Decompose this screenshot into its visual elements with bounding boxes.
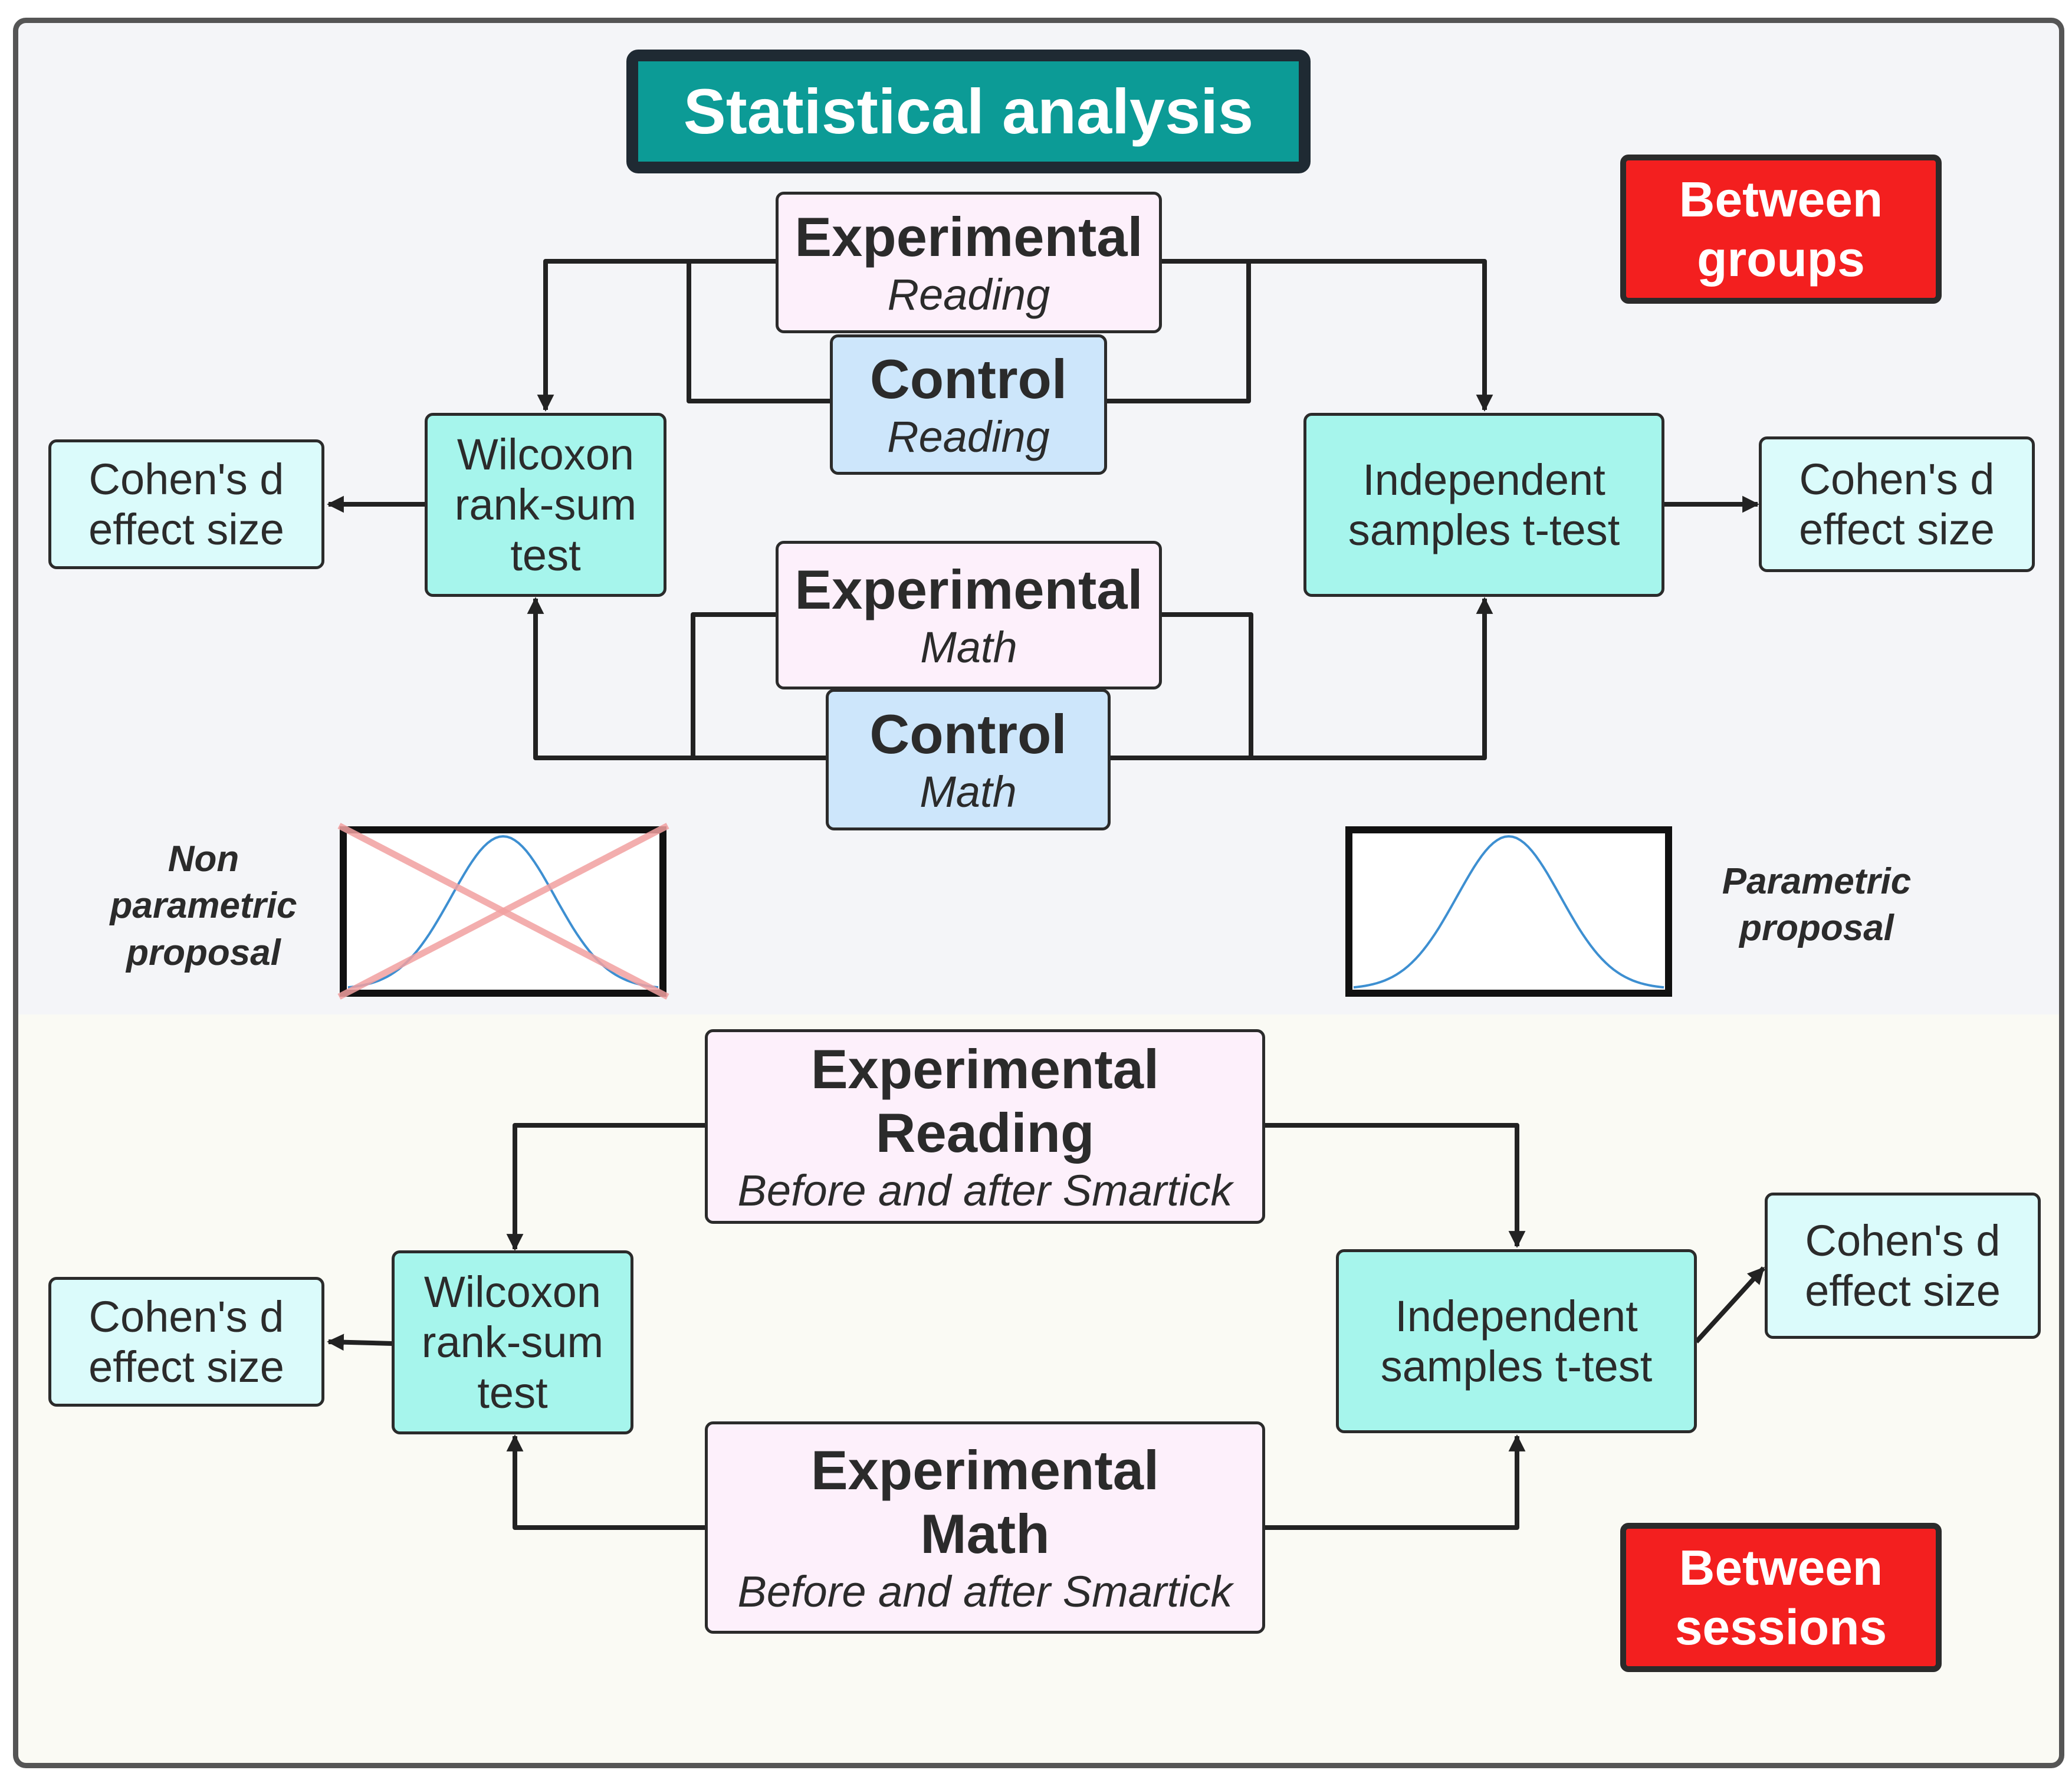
ttest-line1: Independent [1362, 455, 1605, 504]
bs-ttest-box: Independent samples t-test [1336, 1249, 1697, 1433]
connector-bs-reading-to-wilcoxon [506, 1123, 707, 1251]
between-groups-badge: Between groups [1620, 155, 1942, 304]
wilcoxon-line3: test [510, 530, 581, 580]
bs-exp-math-title1: Experimental [810, 1439, 1160, 1502]
effect-size-left-box: Cohen's d effect size [48, 439, 324, 569]
connector-ctrl-reading-left [687, 261, 832, 403]
between-sessions-badge: Between sessions [1620, 1523, 1942, 1672]
bs-effect-left-line1: Cohen's d [88, 1292, 284, 1341]
control-math-box: Control Math [826, 689, 1111, 830]
ttest-line2: samples t-test [1348, 505, 1620, 554]
bs-exp-reading-subtitle: Before and after Smartick [737, 1165, 1233, 1215]
bs-effect-right-line1: Cohen's d [1805, 1216, 2001, 1265]
bs-wilcoxon-line3: test [477, 1368, 548, 1417]
between-groups-badge-line2: groups [1697, 231, 1865, 287]
bs-wilcoxon-line1: Wilcoxon [423, 1267, 602, 1317]
bs-wilcoxon-test-box: Wilcoxon rank-sum test [392, 1250, 633, 1434]
wilcoxon-line1: Wilcoxon [457, 430, 635, 480]
parametric-distribution [1345, 826, 1672, 997]
bs-effect-size-left-box: Cohen's d effect size [48, 1277, 324, 1407]
bs-ttest-line1: Independent [1395, 1291, 1638, 1341]
bs-exp-reading-title2: Reading [875, 1102, 1095, 1164]
bs-effect-size-right-box: Cohen's d effect size [1765, 1193, 2041, 1339]
nonparametric-label: Non parametric proposal [77, 836, 330, 976]
bs-experimental-math-box: Experimental Math Before and after Smart… [705, 1421, 1265, 1634]
wilcoxon-test-box: Wilcoxon rank-sum test [425, 413, 666, 597]
experimental-math-title: Experimental [794, 559, 1143, 621]
normal-curve-right [1353, 835, 1664, 989]
control-math-subtitle: Math [920, 767, 1017, 816]
between-groups-badge-line1: Between [1679, 171, 1883, 227]
connector-bs-math-to-ttest [1263, 1434, 1526, 1530]
control-reading-box: Control Reading [830, 334, 1107, 475]
connector-bs-math-to-wilcoxon [506, 1434, 707, 1530]
experimental-reading-box: Experimental Reading [776, 192, 1162, 333]
experimental-reading-subtitle: Reading [887, 270, 1050, 319]
connector-exp-reading-to-wilcoxon [537, 259, 779, 412]
parametric-label-line2: proposal [1739, 908, 1894, 949]
control-reading-title: Control [869, 348, 1068, 410]
effect-right-line2: effect size [1799, 505, 1995, 554]
between-sessions-badge-line1: Between [1679, 1539, 1883, 1595]
effect-right-line1: Cohen's d [1799, 454, 1995, 504]
experimental-math-subtitle: Math [920, 622, 1017, 672]
parametric-label: Parametric proposal [1687, 858, 1946, 952]
bs-exp-math-title2: Math [920, 1503, 1050, 1565]
connector-bs-ttest-to-effect [1695, 1266, 1765, 1344]
connector-bs-wilcoxon-to-effect [327, 1334, 393, 1351]
cross-line-2 [337, 823, 669, 1000]
nonparametric-label-line3: proposal [126, 932, 281, 973]
connector-ctrl-reading-right [1106, 261, 1251, 403]
effect-size-right-box: Cohen's d effect size [1759, 436, 2035, 572]
nonparametric-label-line1: Non [168, 839, 239, 879]
effect-left-line1: Cohen's d [88, 454, 284, 504]
experimental-reading-title: Experimental [794, 206, 1143, 268]
effect-left-line2: effect size [88, 505, 284, 554]
bs-exp-reading-title1: Experimental [810, 1038, 1160, 1101]
page-title: Statistical analysis [626, 50, 1311, 173]
bs-ttest-line2: samples t-test [1380, 1342, 1653, 1391]
bs-effect-right-line2: effect size [1805, 1266, 2001, 1315]
bs-experimental-reading-box: Experimental Reading Before and after Sm… [705, 1029, 1265, 1224]
between-sessions-badge-line2: sessions [1674, 1599, 1887, 1655]
bs-exp-math-subtitle: Before and after Smartick [737, 1566, 1233, 1616]
connector-exp-math-left [691, 612, 779, 758]
parametric-label-line1: Parametric [1722, 861, 1912, 902]
control-reading-subtitle: Reading [887, 412, 1050, 461]
connector-exp-reading-to-ttest [1160, 259, 1493, 412]
bs-wilcoxon-line2: rank-sum [421, 1318, 604, 1367]
wilcoxon-line2: rank-sum [454, 480, 637, 530]
connector-exp-math-right [1160, 612, 1253, 758]
connector-ctrl-math-to-ttest [1109, 597, 1493, 760]
connector-ctrl-math-to-wilcoxon [527, 597, 828, 760]
page-title-text: Statistical analysis [683, 75, 1254, 147]
connector-bs-reading-to-ttest [1263, 1123, 1526, 1248]
experimental-math-box: Experimental Math [776, 541, 1162, 689]
nonparametric-distribution [337, 823, 669, 1000]
control-math-title: Control [869, 703, 1067, 766]
ttest-box: Independent samples t-test [1303, 413, 1664, 597]
bs-effect-left-line2: effect size [88, 1342, 284, 1391]
nonparametric-label-line2: parametric [110, 885, 297, 927]
